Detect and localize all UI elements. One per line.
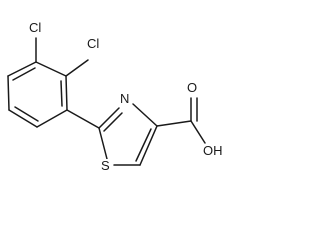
bond-drawing [7, 37, 206, 166]
bond-n-c4 [132, 103, 158, 127]
bond-c2-cl-right [65, 59, 89, 77]
bond-ring-c5-c6 [7, 75, 10, 111]
atom-oxygen: O [186, 80, 199, 95]
atom-nitrogen: N [119, 91, 131, 106]
bond-ring-inner-3 [12, 67, 36, 81]
atom-cl-top: Cl [28, 20, 43, 35]
bond-c2t-n [98, 107, 120, 129]
bond-ring-c6-c1 [7, 61, 37, 77]
bond-c3-thiazole [66, 109, 100, 129]
structure-canvas: Cl Cl N S O OH [7, 20, 224, 173]
bond-c4-c5-double [135, 128, 152, 162]
atom-sulfur: S [100, 158, 111, 173]
atom-hydroxyl: OH [202, 143, 224, 158]
bond-s-c2t [98, 127, 108, 160]
bond-ring-c4-c5 [8, 109, 38, 128]
bond-c2t-n-double [103, 112, 123, 132]
bond-c-oh [190, 120, 206, 144]
bond-c4-cooh [156, 120, 192, 127]
bond-ring-c3-c4 [36, 109, 68, 128]
bond-ring-c1-c2 [35, 61, 67, 77]
bond-ring-inner-2 [14, 106, 39, 122]
bond-ring-inner-1 [60, 80, 63, 107]
atom-cl-right: Cl [86, 36, 101, 51]
bond-ring-c2-c3 [65, 75, 68, 111]
bond-c4-c5 [139, 125, 158, 166]
